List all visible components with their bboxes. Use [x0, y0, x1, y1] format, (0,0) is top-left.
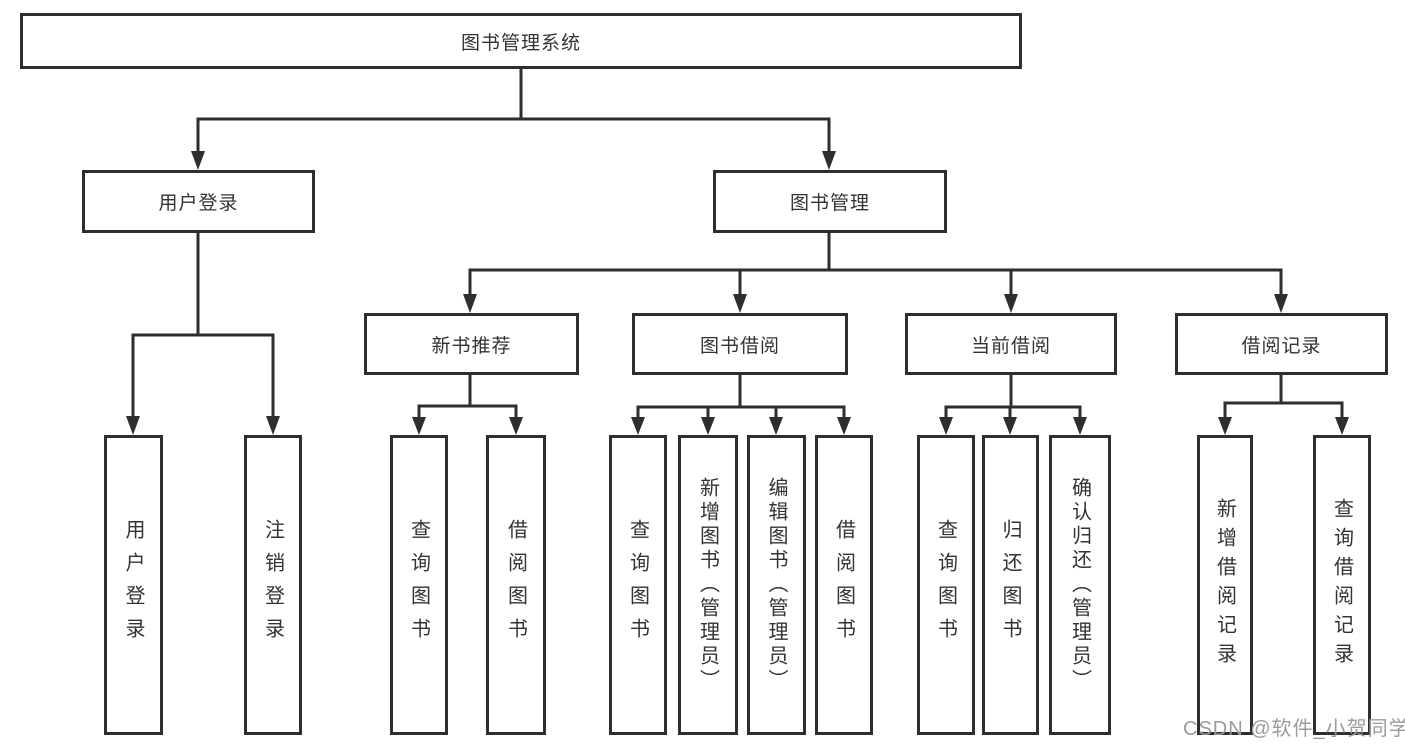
leaf-rec-query-books: 查询图书	[390, 435, 448, 735]
leaf-cb-confirm-return-admin: 确认归还（管理员）	[1049, 435, 1111, 735]
leaf-br-query-record: 查询借阅记录	[1313, 435, 1371, 735]
node-new-book-rec: 新书推荐	[364, 313, 579, 375]
node-book-mgmt: 图书管理	[713, 170, 947, 233]
node-root: 图书管理系统	[20, 13, 1022, 69]
arrowheads	[126, 151, 1349, 435]
leaf-logout: 注销登录	[244, 435, 302, 735]
node-borrow-record: 借阅记录	[1175, 313, 1388, 375]
leaf-rec-borrow-books: 借阅图书	[486, 435, 546, 735]
leaf-bb-query-books: 查询图书	[609, 435, 667, 735]
leaf-bb-add-books-admin: 新增图书（管理员）	[678, 435, 738, 735]
node-book-borrow: 图书借阅	[632, 313, 848, 375]
leaf-cb-query-books: 查询图书	[917, 435, 975, 735]
node-current-borrow: 当前借阅	[905, 313, 1117, 375]
node-user-login: 用户登录	[82, 170, 315, 233]
leaf-br-add-record: 新增借阅记录	[1197, 435, 1253, 735]
leaf-user-login: 用户登录	[104, 435, 163, 735]
csdn-watermark: CSDN @软件_小贺同学	[1183, 718, 1405, 740]
leaf-bb-edit-books-admin: 编辑图书（管理员）	[747, 435, 806, 735]
leaf-cb-return-books: 归还图书	[982, 435, 1039, 735]
leaf-bb-borrow-books: 借阅图书	[815, 435, 873, 735]
